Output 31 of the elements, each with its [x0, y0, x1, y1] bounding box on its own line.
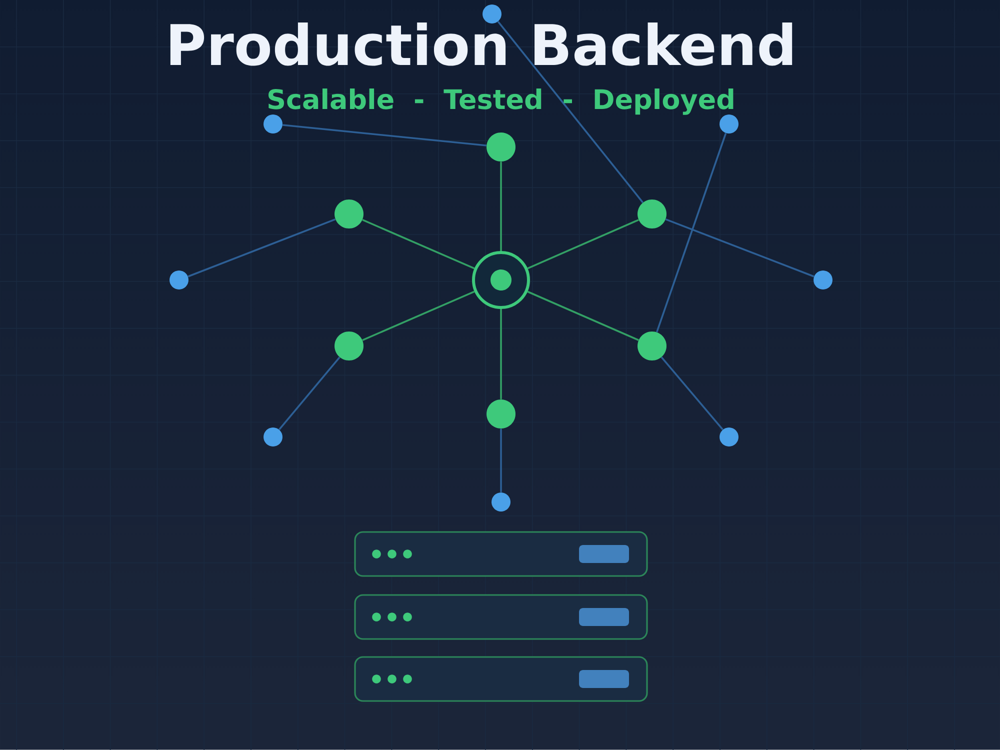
connector-line [362, 290, 475, 341]
connector-line [500, 309, 502, 400]
connector-line [527, 219, 639, 270]
endpoint-circle [492, 492, 510, 512]
node-circle [334, 200, 364, 228]
connector-line [500, 162, 502, 251]
connector-line [527, 290, 639, 341]
connector-line [278, 356, 340, 430]
endpoint-circle [264, 428, 282, 446]
endpoint-circle [720, 114, 738, 134]
connector-line [656, 132, 727, 332]
node-circle [638, 332, 666, 360]
node-circle [486, 400, 516, 428]
connector-line [188, 218, 336, 278]
endpoint-circle [482, 4, 502, 24]
node-circle [486, 132, 516, 162]
connector-line [665, 218, 814, 278]
connector-line [362, 219, 475, 270]
endpoint-circle [264, 114, 282, 134]
node-circle [638, 200, 666, 228]
hub-circle [472, 251, 530, 309]
title: Production Backend [170, 22, 792, 66]
connector-line [660, 356, 724, 430]
endpoint-circle [814, 270, 833, 290]
connector-line [282, 124, 486, 146]
subtitle: Scalable - Tested - Deployed [268, 88, 734, 115]
connector-line [497, 21, 644, 204]
node-circle [334, 332, 364, 360]
connector-line [500, 428, 502, 492]
endpoint-circle [720, 428, 738, 446]
endpoint-circle [170, 270, 188, 290]
